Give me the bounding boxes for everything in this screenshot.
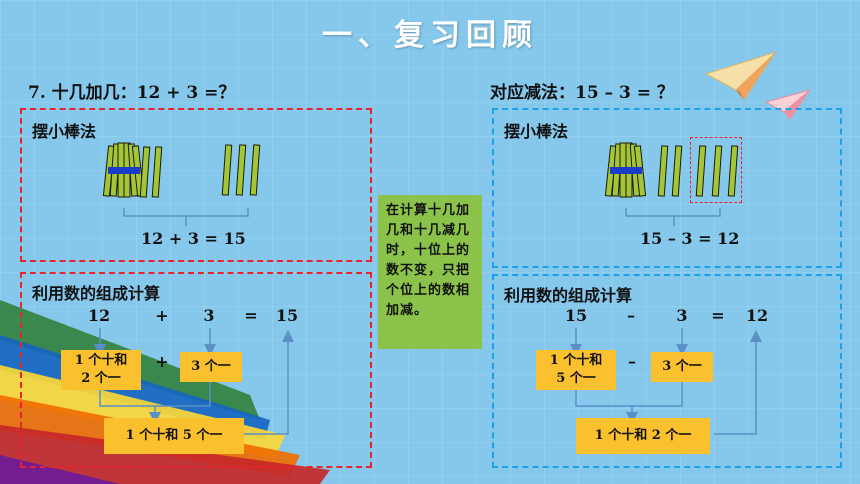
left-single-sticks <box>139 146 163 198</box>
paper-plane-icon <box>704 51 777 100</box>
slide-title: 一、复习回顾 <box>322 18 538 53</box>
right-single-sticks <box>657 145 739 197</box>
left-method2-label: 利用数的组成计算 <box>32 284 161 303</box>
left-box-ones: 3 个一 <box>180 352 242 382</box>
right-stick-bundle <box>604 142 647 198</box>
right-sticks-panel <box>492 108 842 268</box>
left-num-result: 15 <box>275 306 299 325</box>
left-num-a: 12 <box>87 306 111 325</box>
note-text: 在计算十几加几和十几减几时，十位上的数不变，只把个位上的数相加减。 <box>386 203 471 318</box>
left-sticks-panel <box>20 108 372 262</box>
left-three-sticks <box>221 144 261 196</box>
left-composition-panel <box>20 272 372 468</box>
right-method1-label: 摆小棒法 <box>504 122 569 141</box>
right-heading: 对应减法：15 – 3 = ？ <box>490 83 674 103</box>
left-result-text: 1 个十和 5 个一 <box>125 428 223 443</box>
right-method2-label: 利用数的组成计算 <box>504 286 633 305</box>
right-box-operator: – <box>628 352 636 371</box>
right-result-text: 1 个十和 2 个一 <box>594 428 692 443</box>
left-box-operator: + <box>155 352 169 371</box>
paper-plane-small-icon <box>764 89 811 120</box>
right-result-box: 1 个十和 2 个一 <box>576 418 710 454</box>
right-equation: 15 – 3 = 12 <box>640 229 740 248</box>
left-equals-sign: = <box>244 306 258 325</box>
left-box-tens-ones: 1 个十和 2 个一 <box>61 350 141 390</box>
left-arrows <box>94 328 294 435</box>
right-minus-sign: – <box>627 306 635 325</box>
left-equation: 12 + 3 = 15 <box>141 229 246 248</box>
right-box-a-text: 1 个十和 5 个一 <box>549 353 603 386</box>
left-heading: 7. 十几加几：12 + 3 =？ <box>28 83 236 103</box>
left-box-a-text: 1 个十和 2 个一 <box>74 353 128 386</box>
removed-sticks-highlight <box>690 137 742 203</box>
left-method1-label: 摆小棒法 <box>32 122 97 141</box>
left-stick-bundle <box>102 142 145 198</box>
left-num-b: 3 <box>203 306 215 325</box>
right-brace <box>625 208 721 226</box>
right-composition-panel <box>492 274 842 468</box>
left-plus-sign: + <box>155 306 169 325</box>
right-box-tens-ones: 1 个十和 5 个一 <box>536 350 616 390</box>
left-brace <box>123 208 249 226</box>
right-num-a: 15 <box>564 306 588 325</box>
right-num-b: 3 <box>676 306 688 325</box>
left-box-b-text: 3 个一 <box>191 359 231 374</box>
right-num-result: 12 <box>745 306 769 325</box>
right-box-ones: 3 个一 <box>651 352 713 382</box>
right-box-b-text: 3 个一 <box>662 359 702 374</box>
left-result-box: 1 个十和 5 个一 <box>104 418 244 454</box>
right-equals-sign: = <box>711 306 725 325</box>
note-box: 在计算十几加几和十几减几时，十位上的数不变，只把个位上的数相加减。 <box>378 195 482 349</box>
right-arrows <box>570 328 762 435</box>
